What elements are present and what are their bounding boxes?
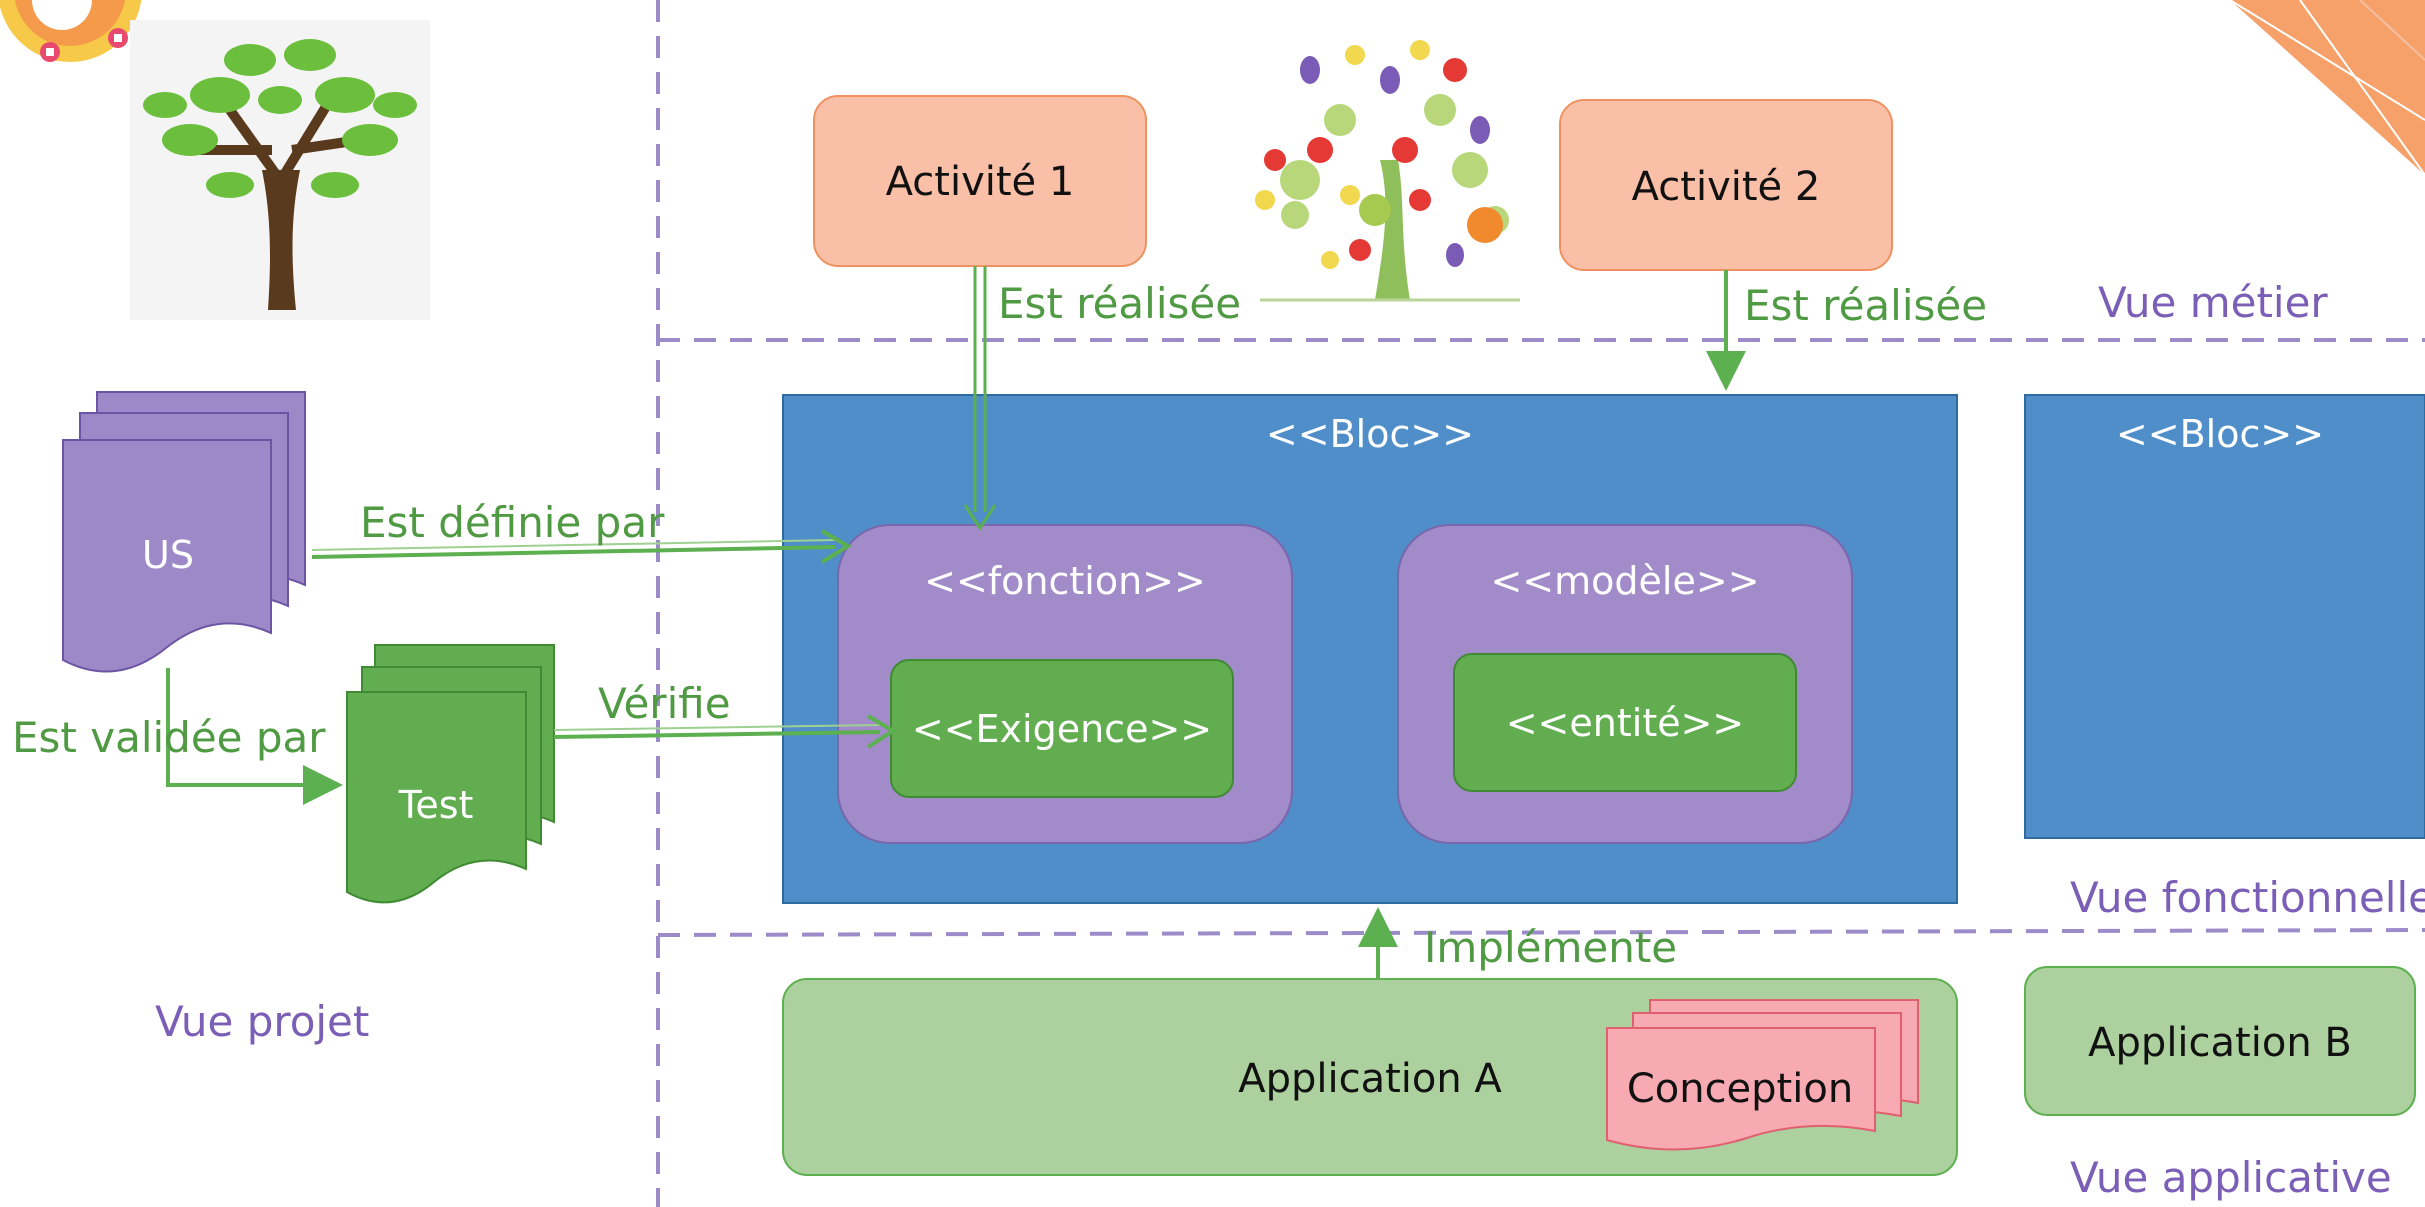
arrow-validee-par [166, 668, 343, 805]
exigence-box: <<Exigence>> [890, 659, 1234, 798]
test-label: Test [398, 783, 474, 827]
entite-box: <<entité>> [1453, 653, 1797, 792]
relation-labels: Est réalisée Est réalisée Est définie pa… [12, 279, 1987, 972]
label-realisee-2: Est réalisée [1744, 281, 1987, 330]
exigence-label: <<Exigence>> [912, 707, 1212, 751]
view-separators [656, 0, 2425, 1207]
corner-logo-icon [0, 0, 142, 62]
test-document-stack: Test [346, 644, 555, 904]
entite-label: <<entité>> [1506, 701, 1745, 745]
view-metier: Vue métier [2098, 278, 2328, 327]
fonction-label: <<fonction>> [924, 559, 1206, 603]
fruit-tree-icon [1255, 40, 1520, 302]
activity-2-label: Activité 2 [1632, 164, 1821, 210]
label-realisee-1: Est réalisée [998, 279, 1241, 328]
label-definie-par: Est définie par [360, 498, 665, 547]
tree-icon [130, 20, 430, 320]
arrow-definie-par [311, 529, 852, 564]
bloc-main-label: <<Bloc>> [1266, 412, 1474, 456]
activity-1-box: Activité 1 [813, 95, 1147, 267]
arrow-verifie [553, 714, 897, 749]
view-applicative: Vue applicative [2070, 1153, 2392, 1202]
application-b-label: Application B [2088, 1020, 2352, 1066]
fonctionnelle-separator [657, 928, 2425, 937]
view-fonctionnelle: Vue fonctionnelle [2070, 873, 2425, 922]
conception-label: Conception [1627, 1066, 1853, 1112]
modele-label: <<modèle>> [1490, 559, 1759, 603]
application-a-label: Application A [1238, 1056, 1502, 1102]
view-projet: Vue projet [155, 997, 369, 1046]
us-label: US [142, 533, 194, 577]
activity-1-label: Activité 1 [886, 159, 1075, 205]
relation-arrows [166, 266, 1746, 979]
corner-triangle-decoration [2229, 0, 2425, 176]
activity-2-box: Activité 2 [1559, 99, 1893, 271]
label-verifie: Vérifie [598, 679, 731, 728]
arrow-realisee-1 [963, 266, 997, 531]
bloc-side: <<Bloc>> [2024, 394, 2425, 839]
label-validee-par: Est validée par [12, 713, 326, 762]
bloc-side-label: <<Bloc>> [2116, 412, 2324, 456]
us-document-stack: US [62, 391, 306, 673]
view-labels: Vue métier Vue fonctionnelle Vue projet … [155, 278, 2425, 1202]
conception-document-stack: Conception [1606, 999, 1919, 1151]
label-implemente: Implémente [1424, 923, 1677, 972]
application-b-box: Application B [2024, 966, 2416, 1116]
